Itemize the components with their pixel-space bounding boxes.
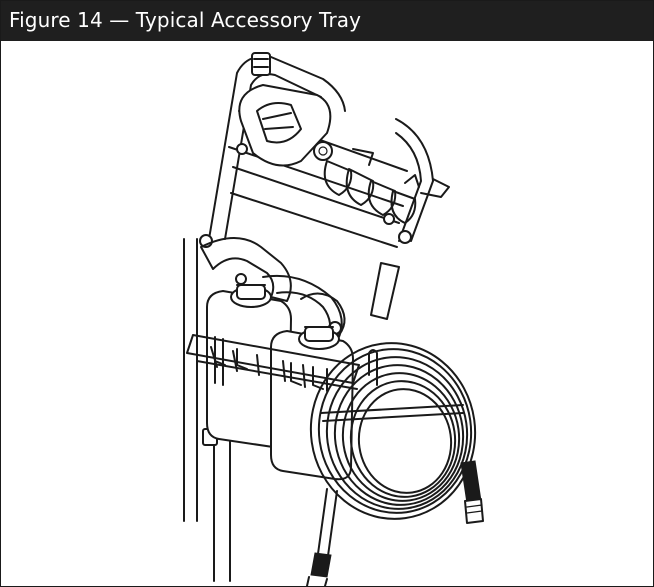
nozzle-tips [313,141,420,224]
figure-title: Figure 14 — Typical Accessory Tray [9,8,362,32]
accessory-tray-illustration [1,41,653,586]
top-knob [251,52,271,76]
hose-fittings [306,460,484,586]
tray-arms [200,237,400,342]
line-drawing [183,52,484,586]
coiled-hose [309,342,477,520]
frame-tubes [183,238,231,582]
figure-header: Figure 14 — Typical Accessory Tray [1,1,653,41]
spray-gun-holder [238,84,332,167]
